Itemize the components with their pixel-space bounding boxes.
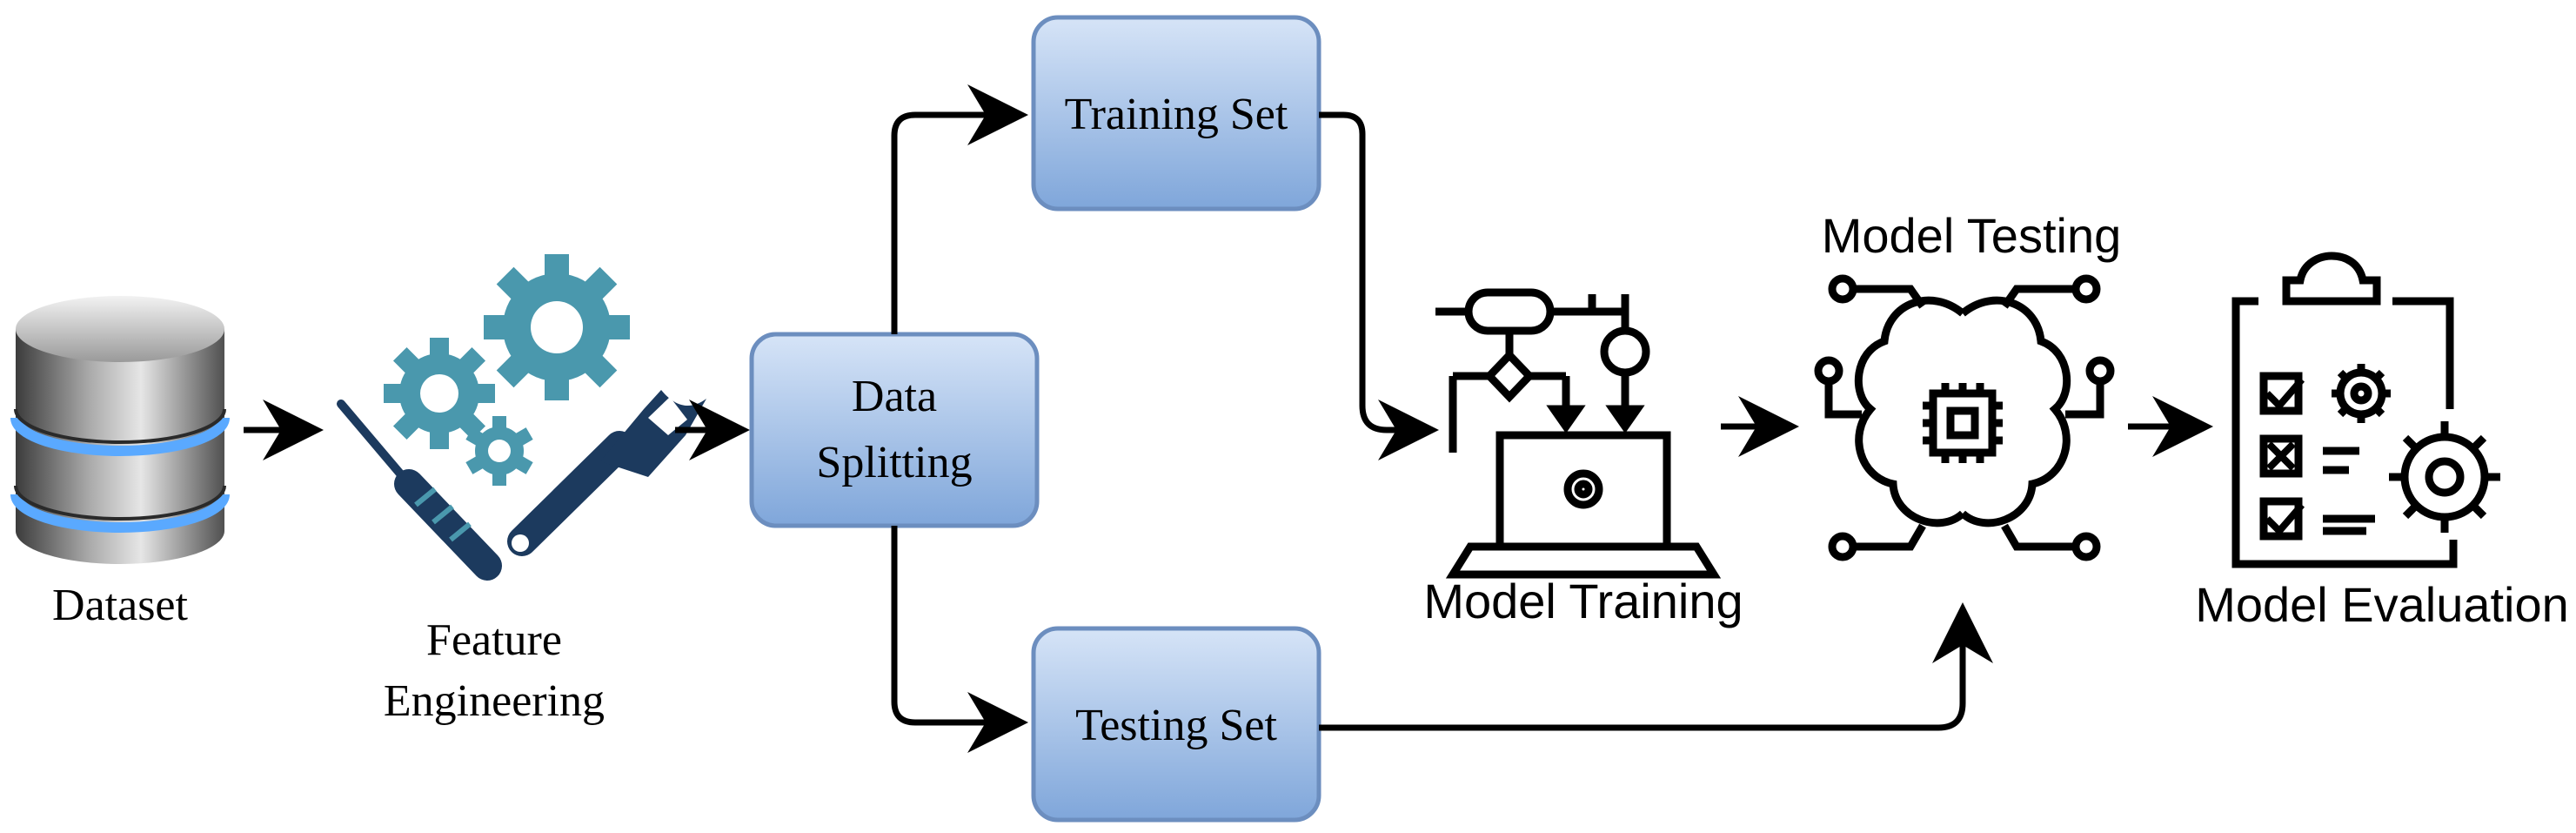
arrow-training-to-model-training bbox=[1319, 111, 1439, 460]
training-set-label: Training Set bbox=[1065, 90, 1288, 139]
feature-label-line1: Feature bbox=[426, 615, 562, 665]
data-splitting-label-line2: Splitting bbox=[816, 438, 972, 487]
model-testing-label: Model Testing bbox=[1822, 208, 2122, 263]
data-splitting-label-line1: Data bbox=[852, 372, 937, 421]
data-splitting-box: Data Splitting bbox=[749, 332, 1040, 528]
arrow-splitting-to-training bbox=[891, 84, 1028, 334]
testing-set-box: Testing Set bbox=[1031, 626, 1321, 823]
feature-label-line2: Engineering bbox=[384, 676, 605, 726]
dataset-label: Dataset bbox=[52, 581, 188, 630]
gears-wrench-screwdriver-icon bbox=[337, 254, 706, 581]
clipboard-checklist-gear-icon bbox=[2231, 252, 2500, 568]
training-set-box: Training Set bbox=[1031, 15, 1321, 212]
database-icon bbox=[10, 296, 230, 564]
model-training-label: Model Training bbox=[1423, 574, 1743, 628]
testing-set-label: Testing Set bbox=[1075, 701, 1277, 750]
arrow-splitting-to-testing bbox=[891, 526, 1028, 753]
laptop-flowchart-icon bbox=[1435, 288, 1722, 579]
model-evaluation-label: Model Evaluation bbox=[2195, 577, 2569, 632]
arrow-testing-to-model-testing bbox=[1319, 602, 1993, 731]
brain-chip-icon bbox=[1814, 274, 2115, 561]
